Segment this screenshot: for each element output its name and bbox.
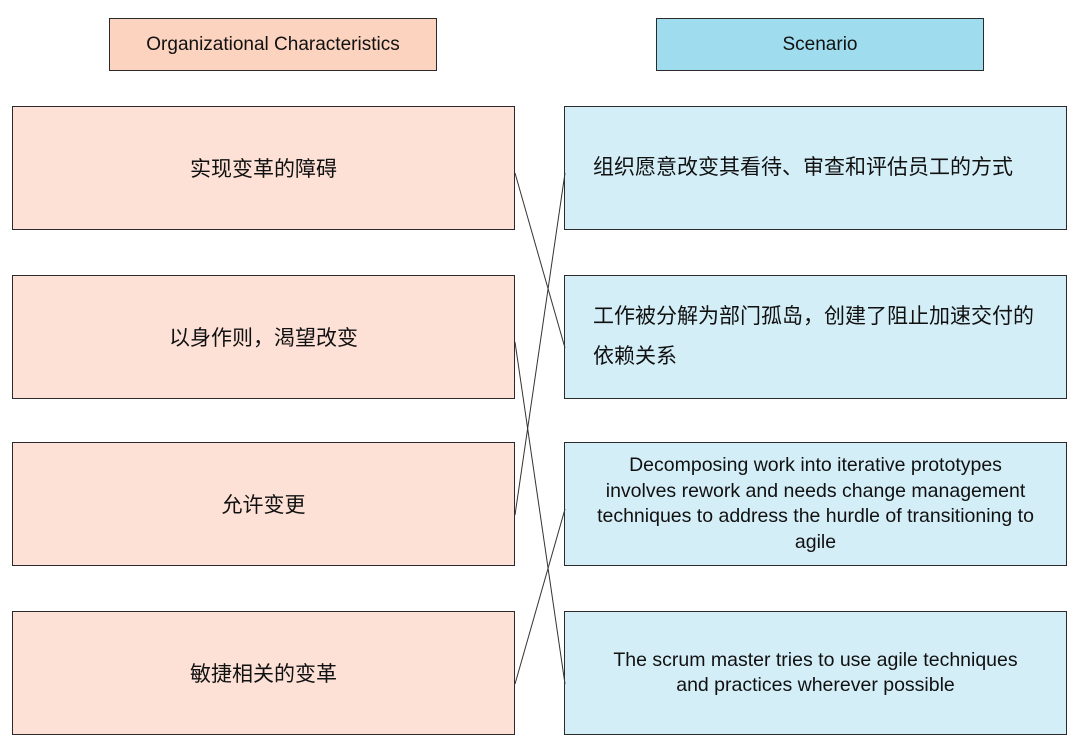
scenario-label: Decomposing work into iterative prototyp… (597, 454, 1034, 553)
header-left-label: Organizational Characteristics (146, 33, 400, 55)
characteristic-label: 敏捷相关的变革 (190, 663, 337, 686)
characteristic-label: 以身作则，渴望改变 (169, 327, 358, 350)
scenario-label: 组织愿意改变其看待、审查和评估员工的方式 (593, 156, 1013, 179)
characteristic-label: 实现变革的障碍 (190, 158, 337, 181)
header-scenario: Scenario (656, 18, 984, 71)
header-right-label: Scenario (782, 33, 858, 55)
scenario-box-4: The scrum master tries to use agile tech… (564, 611, 1067, 735)
scenario-label: The scrum master tries to use agile tech… (613, 648, 1018, 697)
scenario-box-2: 工作被分解为部门孤岛，创建了阻止加速交付的依赖关系 (564, 275, 1067, 399)
characteristic-label: 允许变更 (221, 494, 306, 517)
characteristic-box-3: 允许变更 (12, 442, 515, 566)
scenario-box-1: 组织愿意改变其看待、审查和评估员工的方式 (564, 106, 1067, 230)
header-organizational-characteristics: Organizational Characteristics (109, 18, 437, 71)
scenario-label: 工作被分解为部门孤岛，创建了阻止加速交付的依赖关系 (593, 305, 1034, 368)
characteristic-box-4: 敏捷相关的变革 (12, 611, 515, 735)
scenario-box-3: Decomposing work into iterative prototyp… (564, 442, 1067, 566)
connector-line (514, 508, 566, 685)
connector-line (514, 341, 566, 685)
connector-line (514, 172, 566, 516)
connector-line (514, 172, 566, 349)
characteristic-box-1: 实现变革的障碍 (12, 106, 515, 230)
characteristic-box-2: 以身作则，渴望改变 (12, 275, 515, 399)
